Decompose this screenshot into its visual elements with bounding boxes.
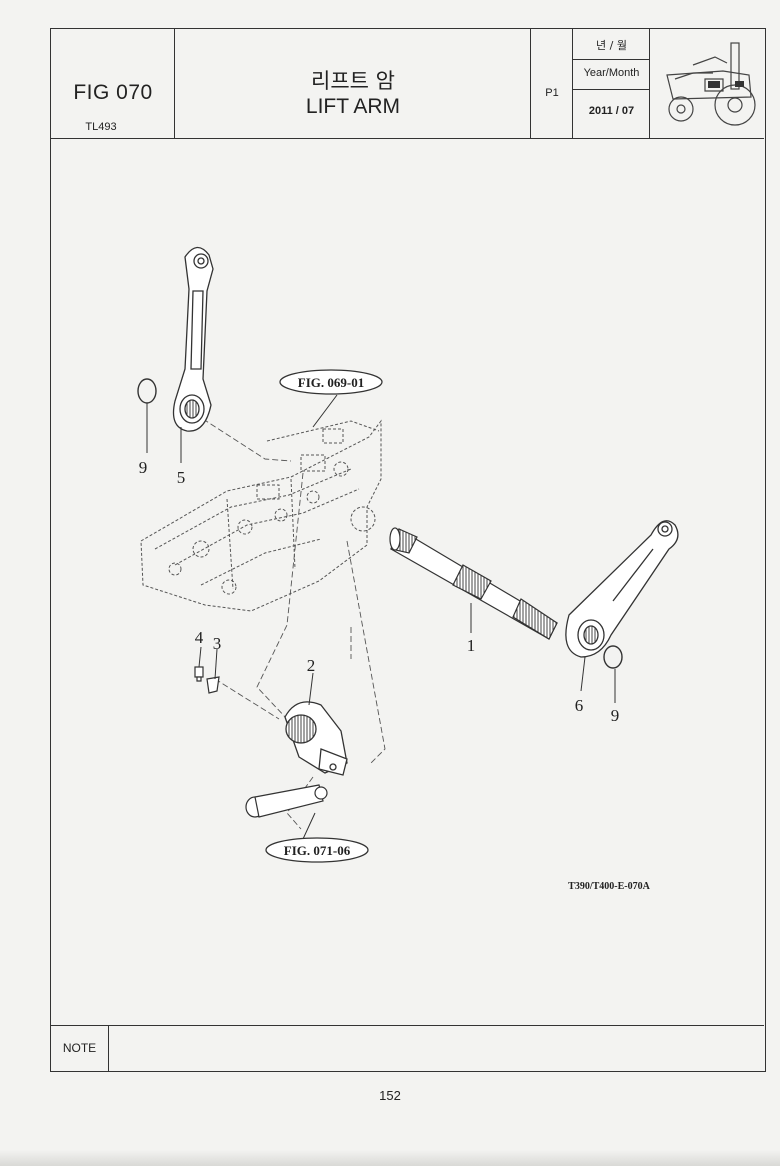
figure-number: FIG 070 [73,81,153,104]
page-code: P1 [545,87,559,99]
assembly-lines [202,418,386,830]
callout-fig-071-text: FIG. 071-06 [284,843,351,858]
title-block: FIG 070 TL493 리프트 암 LIFT ARM P1 년 / 월 Ye… [51,29,764,139]
part-number-5: 5 [177,468,186,487]
part-number-3: 3 [213,634,222,653]
scan-edge [0,1150,780,1166]
page-code-cell [531,29,573,138]
part-number-9-left: 9 [139,458,148,477]
callout-fig-071[interactable]: FIG. 071-06 [265,837,369,863]
page-frame: FIG 070 TL493 리프트 암 LIFT ARM P1 년 / 월 Ye… [50,28,766,1072]
lift-arm-left [172,246,214,432]
year-month-label-korean: 년 / 월 [596,39,627,52]
leader-lines [146,394,616,840]
exploded-parts-drawing: FIG. 069-01 FIG. 071-06 9 5 1 2 3 4 6 9 … [137,246,679,892]
callout-fig-069[interactable]: FIG. 069-01 [279,369,383,395]
page-number: 152 [379,1088,401,1103]
model-code: TL493 [85,121,117,133]
snap-ring-right [603,645,623,669]
note-row: NOTE [51,1025,764,1071]
part-number-4: 4 [195,628,204,647]
drawing-code: T390/T400-E-070A [568,881,650,892]
part-number-2: 2 [307,656,316,675]
ym-divider-2 [573,89,650,90]
lift-hub [284,701,348,776]
bolt [194,666,204,682]
lift-arm-right [565,520,679,658]
note-label: NOTE [51,1026,109,1071]
part-number-9-right: 9 [611,706,620,725]
year-month-label: Year/Month [583,67,640,79]
title-english: LIFT ARM [305,95,401,118]
year-month-value: 2011 / 07 [588,105,635,117]
title-korean: 리프트 암 [311,69,395,93]
link-pin [245,784,328,818]
part-number-6: 6 [575,696,584,715]
title-cell [175,29,531,138]
fig-cell [51,29,175,138]
year-month-cell [573,29,650,138]
lock-plate [206,676,220,694]
ym-divider-1 [573,59,650,60]
lift-shaft [389,527,558,640]
callout-fig-069-text: FIG. 069-01 [298,375,364,390]
snap-ring-left [137,378,157,404]
hydraulic-housing [140,419,382,612]
tractor-icon [666,42,756,126]
part-number-1: 1 [467,636,476,655]
